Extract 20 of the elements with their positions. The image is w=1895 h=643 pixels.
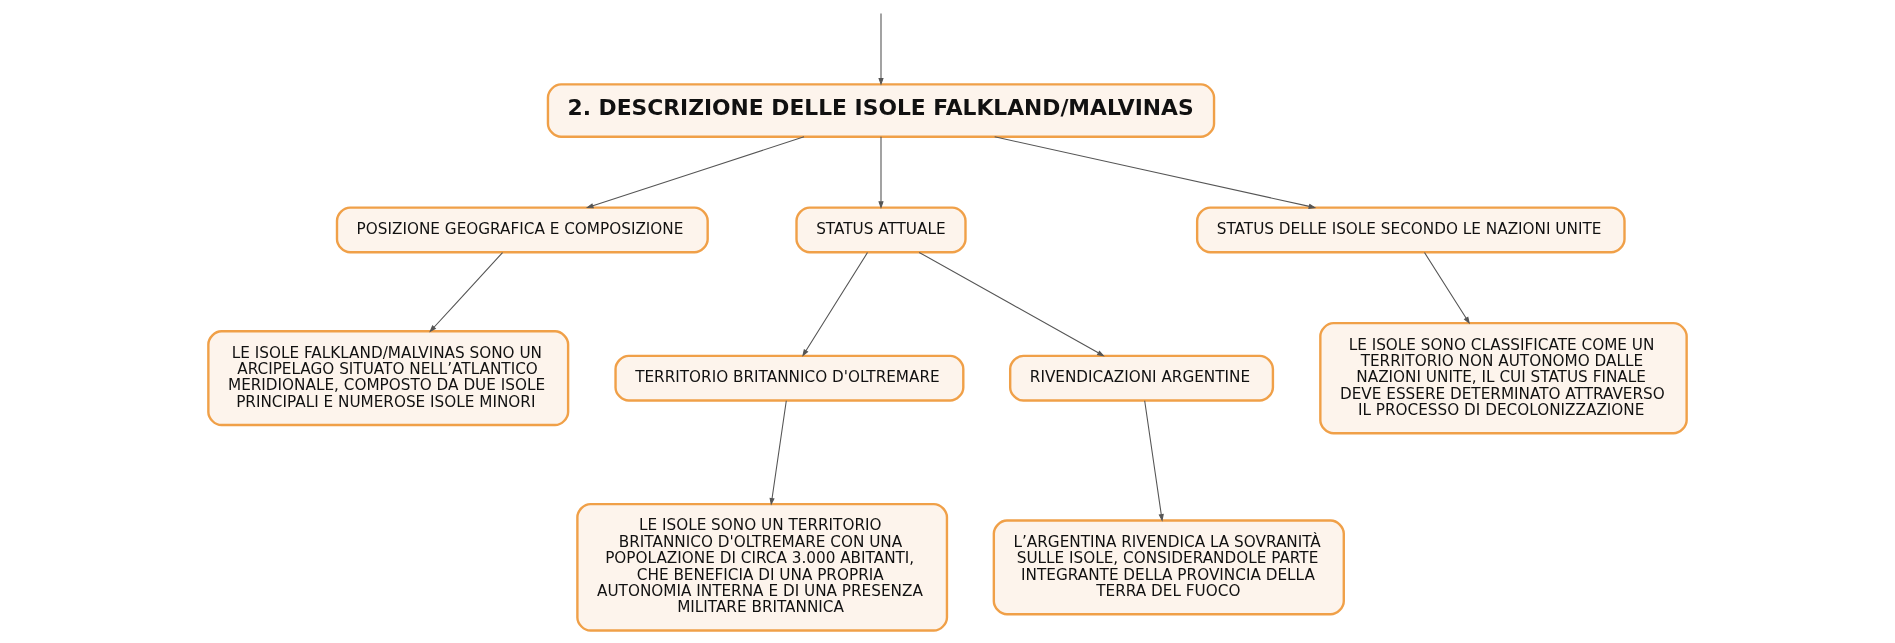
node-box: STATUS DELLE ISOLE SECONDO LE NAZIONI UNITE	[1195, 206, 1626, 254]
arrow	[802, 252, 869, 357]
arrow	[1423, 252, 1471, 325]
arrow	[994, 136, 1317, 209]
node-box: POSIZIONE GEOGRAFICA E COMPOSIZIONE	[335, 206, 709, 254]
node-box: RIVENDICAZIONI ARGENTINE	[1009, 354, 1275, 402]
arrow	[878, 136, 884, 209]
arrow	[1144, 400, 1164, 522]
node-box: LE ISOLE SONO UN TERRITORIO BRITANNICO D'OLTREMARE CON UNA POPOLAZIONE DI CIRCA 3.000 ABITANTI, CHE BENEFICIA DI UNA PROPRIA AUTONOMIA INTERNA E DI UNA PRESENZA MILITARE BRITANNICA	[576, 502, 949, 632]
node-box: LE ISOLE FALKLAND/MALVINAS SONO UN ARCIPELAGO SITUATO NELL’ATLANTICO MERIDIONALE, COMPOSTO DA DUE ISOLE PRINCIPALI E NUMEROSE ISOLE MINORI	[207, 330, 570, 427]
node-box: LE ISOLE SONO CLASSIFICATE COME UN TERRITORIO NON AUTONOMO DALLE NAZIONI UNITE, IL CUI STATUS FINALE DEVE ESSERE DETERMINATO ATTRAVERSO IL PROCESSO DI DECOLONIZZAZIONE	[1319, 321, 1688, 435]
arrow	[429, 252, 504, 333]
arrow	[878, 13, 884, 86]
node-box: STATUS ATTUALE	[795, 206, 967, 254]
node-box: L’ARGENTINA RIVENDICA LA SOVRANITÀ SULLE ISOLE, CONSIDERANDOLE PARTE INTEGRANTE DELLA PROVINCIA DELLA TERRA DEL FUOCO	[992, 519, 1345, 616]
arrow	[918, 251, 1105, 357]
arrow	[769, 400, 787, 506]
node-box: 2. DESCRIZIONE DELLE ISOLE FALKLAND/MALVINAS	[546, 83, 1216, 138]
arrow	[585, 136, 805, 209]
node-box: TERRITORIO BRITANNICO D'OLTREMARE	[614, 354, 965, 402]
